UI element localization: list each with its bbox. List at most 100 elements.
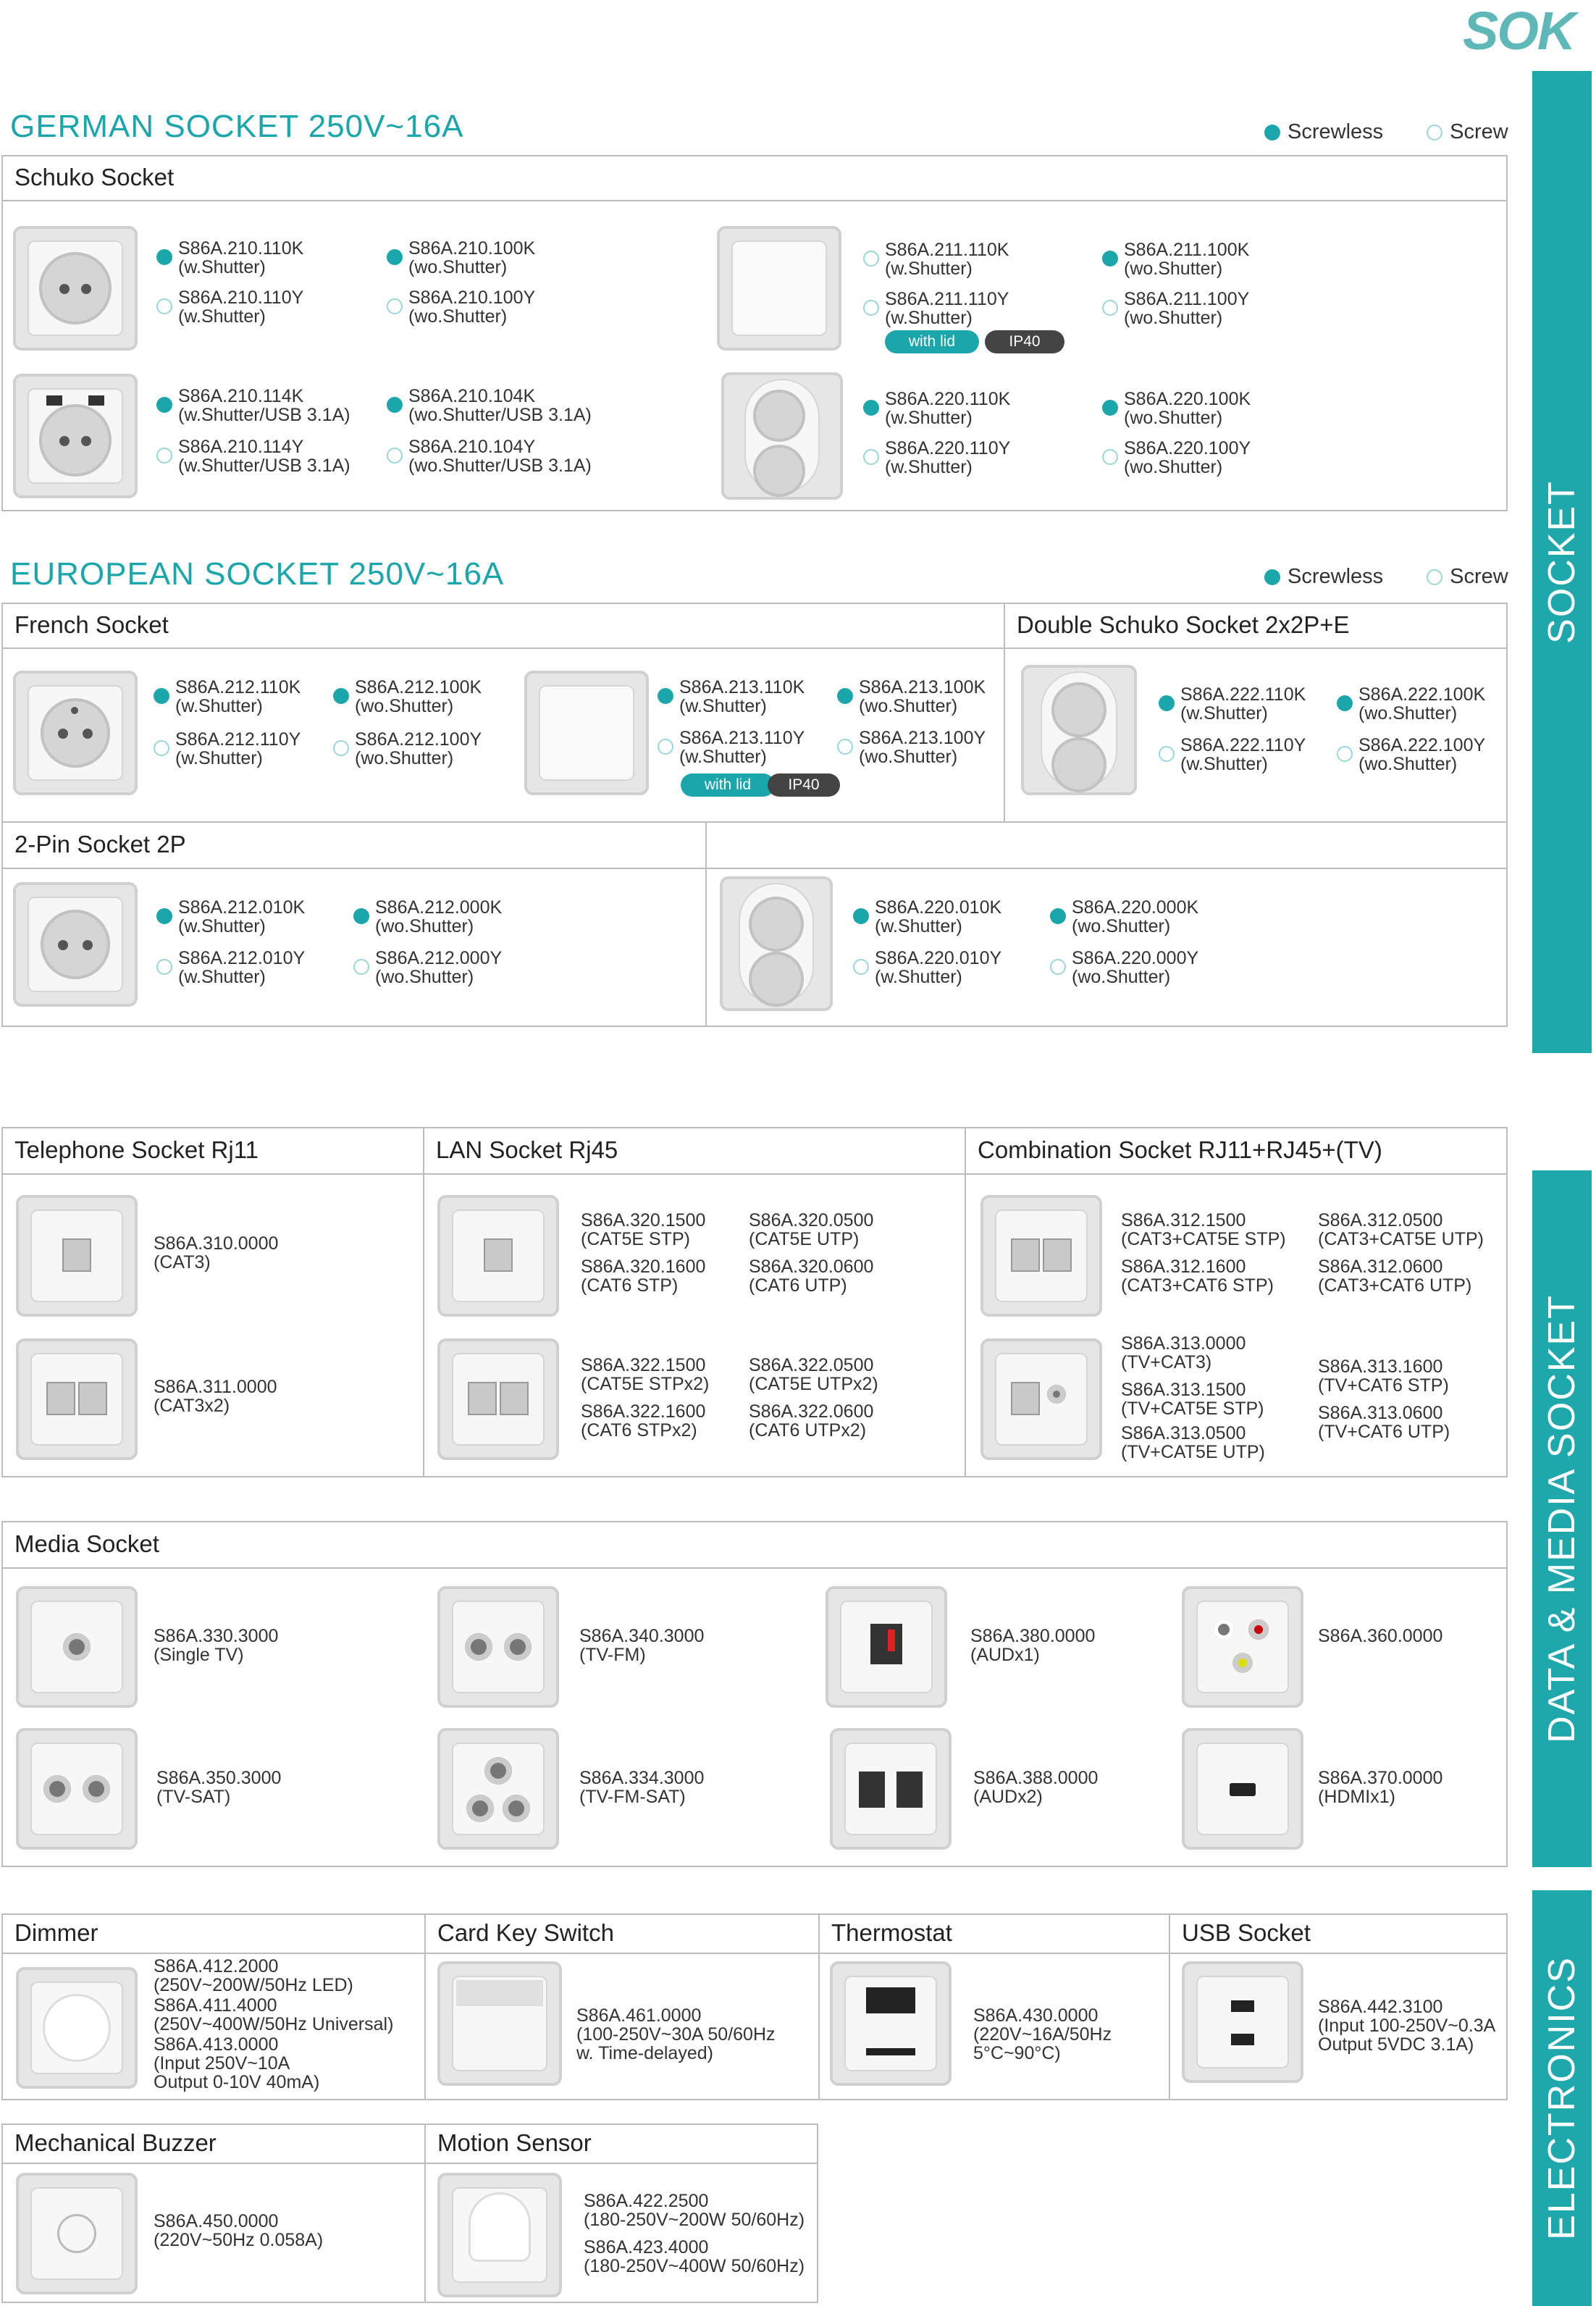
model-desc: (wo.Shutter) [1124,457,1223,477]
french-lid-socket-image [524,671,649,795]
model-code: S86A.312.0500 [1318,1210,1443,1230]
model-code: S86A.213.110Y [679,728,805,748]
model-code: S86A.380.0000 [970,1626,1096,1646]
model-desc: (CAT6 UTPx2) [749,1420,867,1441]
brand-logo: SOK [1463,1,1576,61]
european-model: S86A.212.010K(w.Shutter) [178,898,305,936]
model-desc: (wo.Shutter) [1072,916,1171,936]
model-desc: (HDMIx1) [1318,1787,1395,1807]
card-key-image [437,1961,562,2086]
model-desc: (w.Shutter) [875,967,962,987]
german-model: S86A.210.104Y(wo.Shutter/USB 3.1A) [408,437,592,475]
european-model: S86A.212.100Y(wo.Shutter) [355,730,482,768]
media-model: S86A.388.0000(AUDx2) [973,1769,1098,1806]
sidebar-electronics: ELECTRONICS [1532,1890,1592,2306]
screw-dot-icon [1427,124,1443,141]
data-model: S86A.320.0600(CAT6 UTP) [749,1257,873,1295]
model-desc: (wo.Shutter) [859,696,958,716]
model-code: S86A.388.0000 [973,1768,1099,1788]
european-model: S86A.222.100K(wo.Shutter) [1358,685,1485,723]
screwless-dot-icon [156,249,172,265]
model-desc: (TV+CAT6 UTP) [1318,1422,1450,1442]
model-code: S86A.211.110K [885,240,1009,260]
model-desc: (180-250V~400W 50/60Hz) [584,2256,805,2276]
data-model: S86A.313.0600(TV+CAT6 UTP) [1318,1404,1450,1441]
media-model: S86A.360.0000 [1318,1627,1442,1645]
model-code: S86A.320.0500 [749,1210,874,1230]
model-desc: (w.Shutter) [175,696,263,716]
model-code: S86A.413.0000 [154,2034,279,2055]
telephone-double-image [16,1338,138,1460]
tv-fm-image [437,1586,559,1708]
data-model: S86A.322.1500(CAT5E STPx2) [581,1356,709,1393]
thermostat-header: Thermostat [818,1913,1169,1954]
model-code: S86A.220.110Y [885,438,1011,458]
screw-dot-icon [1427,569,1443,585]
model-code: S86A.222.100K [1358,684,1486,705]
model-code: S86A.210.104K [408,386,536,406]
data-model: S86A.312.0500(CAT3+CAT5E UTP) [1318,1211,1484,1249]
model-desc: (wo.Shutter) [375,967,474,987]
model-desc: (wo.Shutter) [408,306,508,327]
screwless-dot-icon [154,688,169,704]
model-code: S86A.210.110K [178,238,304,259]
sidebar-socket: SOCKET [1532,71,1592,1053]
electronics-box [1,1913,1508,2100]
screw-dot-icon [333,740,349,756]
dimmer-header: Dimmer [1,1913,424,1954]
single-tv-image [16,1586,138,1708]
model-code: S86A.322.0500 [749,1355,874,1375]
screw-dot-icon [853,959,869,975]
model-desc: (wo.Shutter) [1072,967,1171,987]
model-code: S86A.312.1600 [1121,1257,1246,1277]
model-code: S86A.212.100Y [355,729,482,750]
with-lid-badge-2: with lid [681,773,775,797]
model-desc: (TV+CAT5E UTP) [1121,1442,1265,1462]
data-model: S86A.313.1500(TV+CAT5E STP) [1121,1380,1264,1418]
model-desc: (CAT5E STPx2) [581,1374,710,1394]
media-model: S86A.340.3000(TV-FM) [579,1627,704,1664]
twopin-socket-image [13,882,138,1007]
dimmer-image [16,1967,138,2089]
model-code: S86A.313.0000 [1121,1333,1246,1354]
screw-dot-icon [1337,746,1353,762]
model-code: S86A.322.0600 [749,1401,874,1422]
electronics-model: S86A.423.4000(180-250V~400W 50/60Hz) [584,2238,805,2276]
model-code: S86A.220.010Y [875,948,1002,968]
electronics-model: S86A.422.2500(180-250V~200W 50/60Hz) [584,2192,805,2229]
model-code: S86A.422.2500 [584,2191,709,2211]
lan-double-image [437,1338,559,1460]
buzzer-header: Mechanical Buzzer [1,2123,424,2164]
model-desc: (CAT3x2) [154,1396,230,1416]
screwless-dot-icon [1102,400,1118,416]
german-model: S86A.210.110Y(w.Shutter) [178,288,303,326]
model-desc: (w.Shutter) [178,916,266,936]
screwless-dot-icon [853,908,869,924]
european-model: S86A.220.010K(w.Shutter) [875,898,1001,936]
model-desc-2: 5°C~90°C) [973,2043,1061,2063]
model-desc: (CAT3+CAT6 UTP) [1318,1275,1472,1296]
european-box [1,603,1508,1027]
model-desc: (CAT5E UTPx2) [749,1374,878,1394]
french-header: French Socket [1,603,1004,649]
ip40-badge: IP40 [985,330,1064,353]
lan-socket-image [437,1195,559,1317]
data-model: S86A.312.1500(CAT3+CAT5E STP) [1121,1211,1286,1249]
model-code: S86A.442.3100 [1318,1997,1443,2017]
data-model: S86A.313.1600(TV+CAT6 STP) [1318,1357,1449,1395]
model-code: S86A.210.114Y [178,437,304,457]
german-model: S86A.220.110K(w.Shutter) [885,390,1010,427]
schuko-socket-image [13,226,138,351]
european-model: S86A.212.010Y(w.Shutter) [178,949,305,986]
screw-dot-icon [837,739,853,755]
model-desc: (w.Shutter) [885,259,973,279]
screwless-dot-icon [353,908,369,924]
model-desc: (CAT3+CAT6 STP) [1121,1275,1274,1296]
model-desc: (Single TV) [154,1645,244,1665]
aud-double-image [830,1728,952,1850]
model-code: S86A.370.0000 [1318,1768,1443,1788]
model-code: S86A.312.0600 [1318,1257,1443,1277]
